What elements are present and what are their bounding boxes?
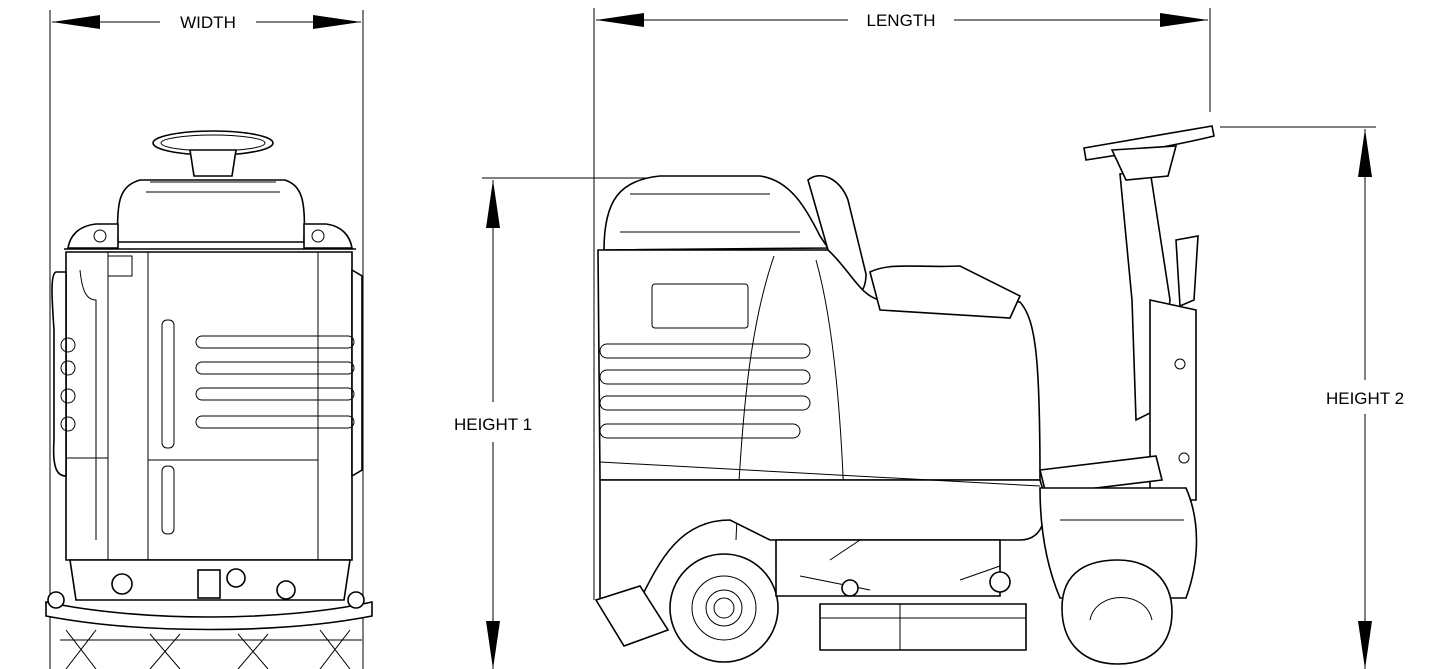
height2-arrow-bottom [1358, 621, 1372, 669]
side-view-machine [594, 125, 1215, 665]
front-squeegee [45, 601, 373, 631]
height2-label: HEIGHT 2 [1326, 389, 1404, 408]
length-arrow-right [1160, 13, 1208, 27]
length-arrow-left [596, 13, 644, 27]
side-window [651, 283, 749, 329]
side-front-caster [594, 585, 670, 647]
width-label: WIDTH [180, 13, 236, 32]
front-view-machine [45, 130, 373, 669]
height1-dimension: HEIGHT 1 [454, 177, 670, 669]
side-brush-deck [819, 603, 1027, 651]
side-front-cowl [603, 175, 830, 251]
height1-arrow-bottom [486, 621, 500, 669]
side-grille-vents [599, 343, 811, 439]
side-front-wheel [669, 553, 779, 663]
front-grille-vents [195, 335, 355, 429]
length-dimension: LENGTH [593, 8, 1211, 600]
length-label: LENGTH [867, 11, 936, 30]
front-hood [116, 179, 306, 243]
front-body [65, 251, 353, 561]
height1-label: HEIGHT 1 [454, 415, 532, 434]
side-rear-wheel [1061, 559, 1173, 665]
width-arrow-left [52, 15, 100, 29]
height2-arrow-top [1358, 129, 1372, 177]
width-dimension: WIDTH [49, 10, 364, 669]
height1-arrow-top [486, 180, 500, 228]
height2-dimension: HEIGHT 2 [1220, 126, 1404, 669]
side-step-plate [1039, 455, 1163, 495]
width-arrow-right [313, 15, 361, 29]
